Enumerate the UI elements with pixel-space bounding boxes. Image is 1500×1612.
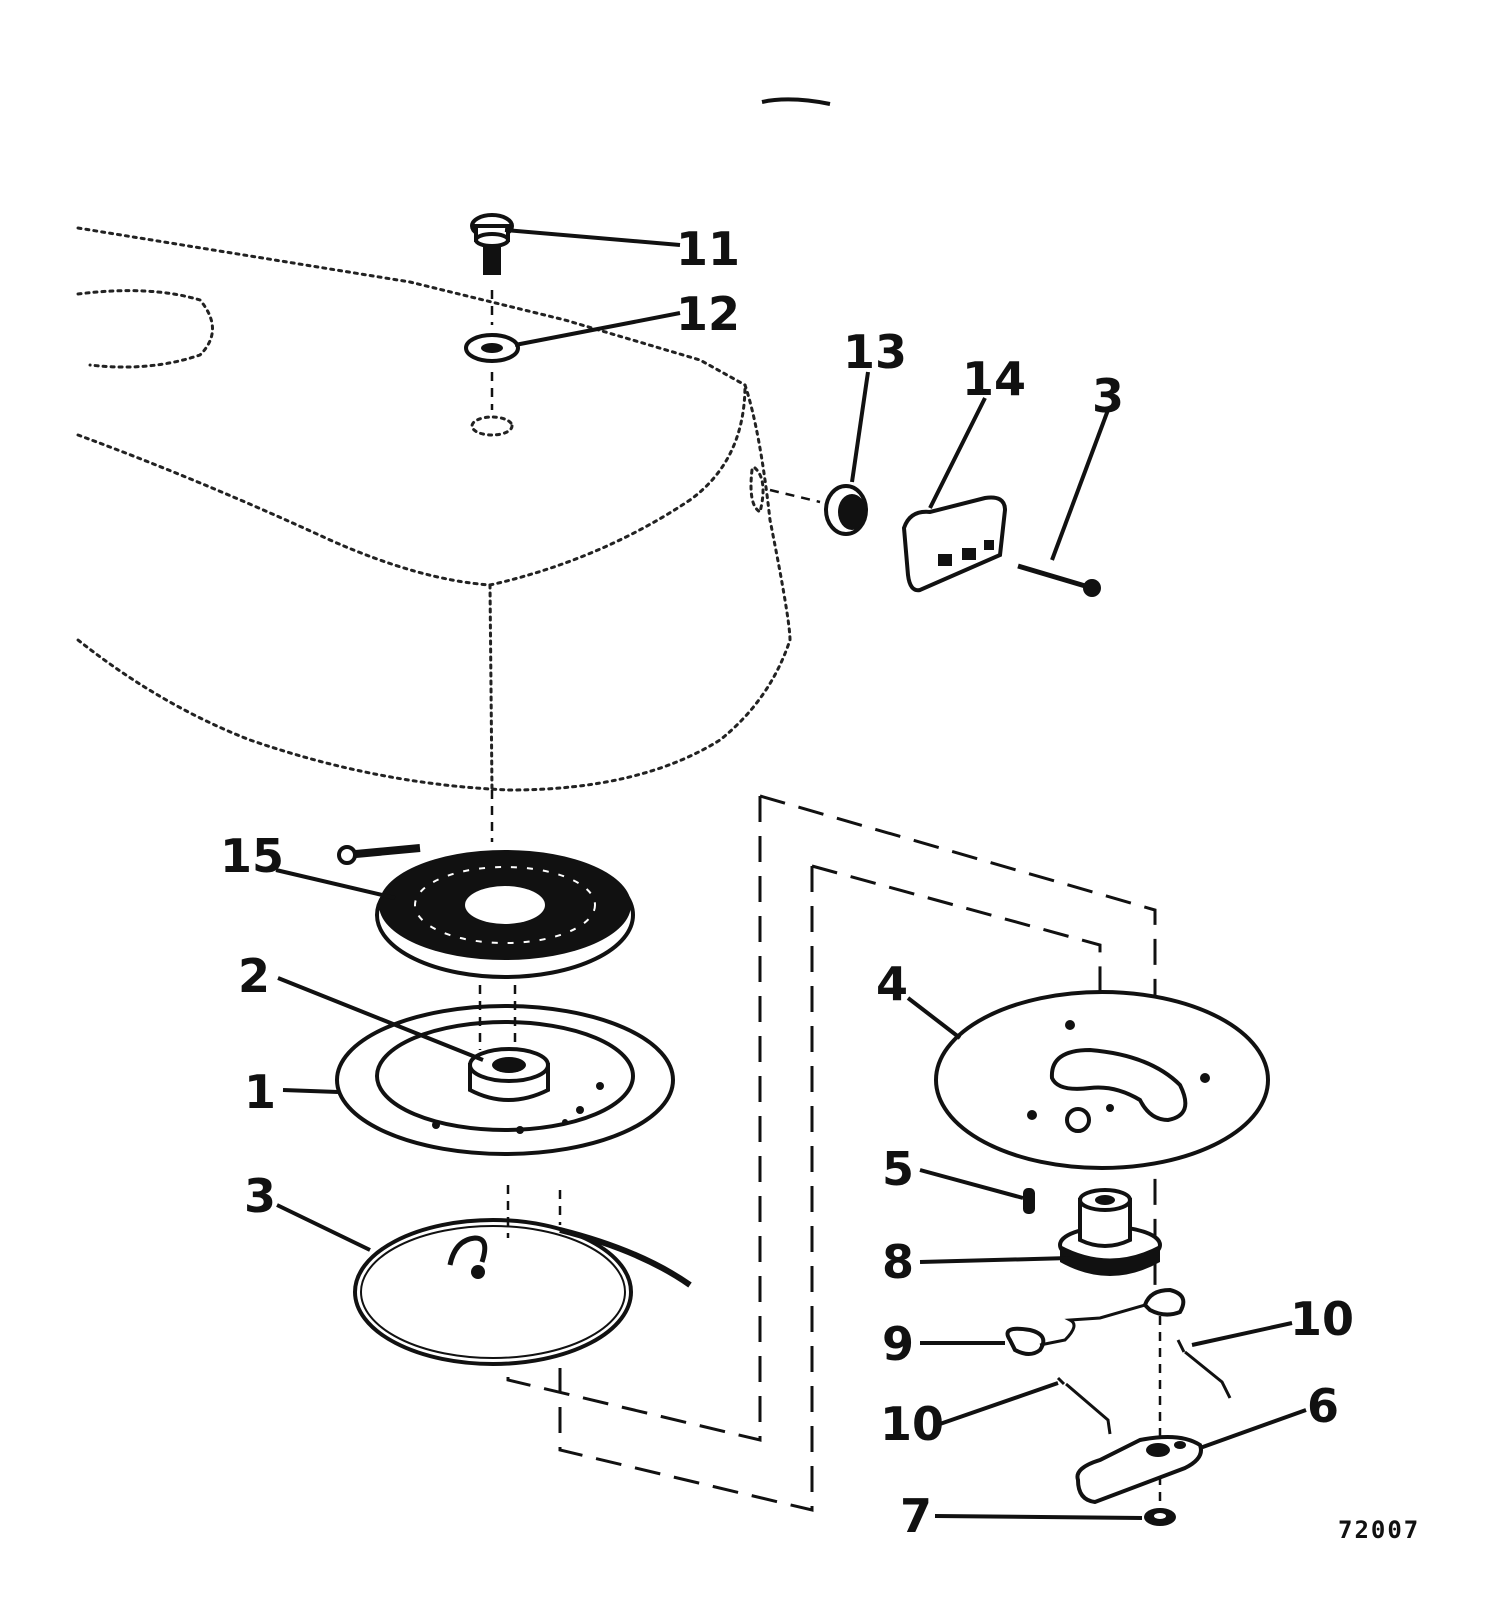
callout-15: 15 xyxy=(220,829,284,883)
callout-10-right: 10 xyxy=(1290,1292,1354,1346)
pawl-part-6 xyxy=(1075,1434,1203,1505)
handle-part-14 xyxy=(901,495,1008,593)
retainer-part-7 xyxy=(1144,1508,1176,1526)
callout-13: 13 xyxy=(843,325,907,379)
engine-cover-outline xyxy=(76,226,792,792)
stray-mark xyxy=(761,97,831,106)
leader-lines xyxy=(275,228,1307,1520)
callout-4: 4 xyxy=(876,957,908,1011)
callout-8: 8 xyxy=(882,1235,914,1289)
pin-part-3-upper xyxy=(1017,563,1101,597)
callout-9: 9 xyxy=(882,1317,914,1371)
callout-1: 1 xyxy=(244,1065,276,1119)
spring-part-10-right xyxy=(1176,1339,1232,1399)
rewind-spring-part-15 xyxy=(337,790,635,979)
callout-3-lower: 3 xyxy=(244,1169,276,1223)
washer-part-12 xyxy=(464,333,520,410)
callout-3-upper: 3 xyxy=(1092,369,1124,423)
gear-part-8 xyxy=(1058,1188,1162,1276)
callout-11: 11 xyxy=(676,222,740,276)
callout-12: 12 xyxy=(676,287,740,341)
pin-part-5 xyxy=(1023,1188,1035,1214)
callout-labels: 11 12 13 14 3 15 2 1 3 4 5 8 9 10 10 6 7… xyxy=(220,222,1420,1544)
starter-rope-part-3 xyxy=(353,1185,692,1366)
callout-14: 14 xyxy=(962,352,1026,406)
figure-id: 72007 xyxy=(1338,1516,1420,1544)
grommet-part-13 xyxy=(769,484,868,536)
callout-6: 6 xyxy=(1307,1379,1339,1433)
callout-5: 5 xyxy=(882,1142,914,1196)
callout-2: 2 xyxy=(238,949,270,1003)
cam-plate-part-4 xyxy=(934,990,1270,1170)
hub-part-2 xyxy=(468,1047,550,1102)
callout-7: 7 xyxy=(900,1489,932,1543)
screw-part-11 xyxy=(470,213,514,325)
spring-part-10-left xyxy=(1056,1376,1112,1435)
spring-clip-part-9 xyxy=(1005,1287,1186,1356)
callout-10-left: 10 xyxy=(880,1397,944,1451)
